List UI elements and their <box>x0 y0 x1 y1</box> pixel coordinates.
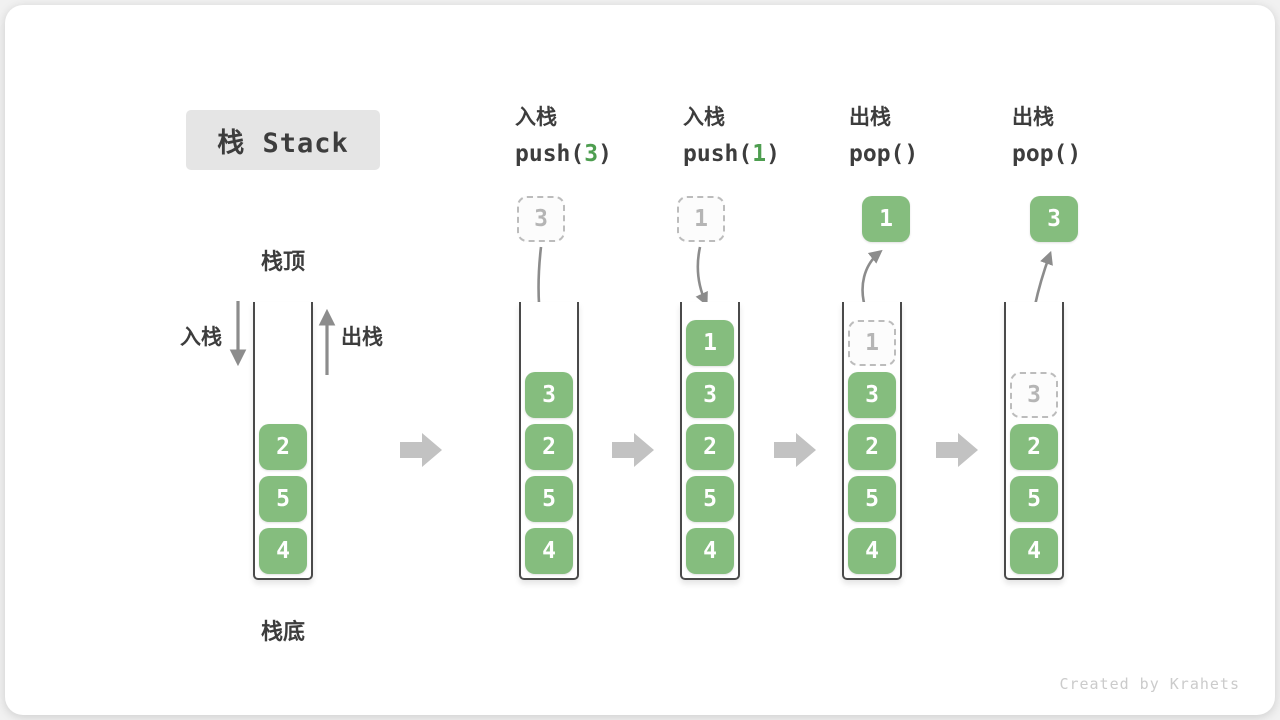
floating-element-1: 1 <box>677 196 725 242</box>
stack-cell-3: 3 <box>848 372 896 418</box>
stage-header-pop-1: 出栈 pop() <box>849 105 918 168</box>
code-argument: 1 <box>752 141 767 167</box>
diagram-title: 栈 Stack <box>217 127 349 159</box>
stage-operation-code: push(1) <box>683 140 780 168</box>
stage-operation-label: 出栈 <box>1012 106 1054 129</box>
stack-cell-4: 4 <box>1010 528 1058 574</box>
floating-element-3: 3 <box>517 196 565 242</box>
stage-operation-label: 入栈 <box>515 106 557 129</box>
stage-header-pop-3: 出栈 pop() <box>1012 105 1081 168</box>
stack-cell-4: 4 <box>848 528 896 574</box>
code-text: ) <box>598 141 612 167</box>
stack-cell-3: 3 <box>686 372 734 418</box>
code-text: ) <box>766 141 780 167</box>
code-text: ) <box>1067 141 1082 167</box>
stack-cell-2: 2 <box>1010 424 1058 470</box>
stack-cell-5: 5 <box>1010 476 1058 522</box>
stack-cell-2: 2 <box>259 424 307 470</box>
stage-header-push-1: 入栈 push(1) <box>683 105 780 168</box>
floating-element-1: 1 <box>862 196 910 242</box>
stage-operation-label: 入栈 <box>683 106 725 129</box>
stack-cell-3-ghost: 3 <box>1010 372 1058 418</box>
stack-cell-4: 4 <box>686 528 734 574</box>
code-text: pop( <box>849 141 905 167</box>
stack-cell-2: 2 <box>525 424 573 470</box>
code-argument: 3 <box>584 141 599 167</box>
pop-side-label: 出栈 <box>341 326 383 349</box>
stack-cell-2: 2 <box>686 424 734 470</box>
stack-bottom-label: 栈底 <box>260 619 305 644</box>
code-text: pop( <box>1012 141 1068 167</box>
stage-header-push-3: 入栈 push(3) <box>515 105 612 168</box>
stack-cell-1-ghost: 1 <box>848 320 896 366</box>
stack-cell-2: 2 <box>848 424 896 470</box>
stack-cell-5: 5 <box>848 476 896 522</box>
stage-operation-code: pop() <box>849 140 918 168</box>
stack-cell-4: 4 <box>259 528 307 574</box>
stack-cell-5: 5 <box>259 476 307 522</box>
code-text: push( <box>683 141 753 167</box>
stack-cell-5: 5 <box>525 476 573 522</box>
stack-top-label: 栈顶 <box>260 249 305 274</box>
push-side-label: 入栈 <box>180 326 222 349</box>
stack-cell-4: 4 <box>525 528 573 574</box>
stage-operation-label: 出栈 <box>849 106 891 129</box>
code-text: ) <box>904 141 919 167</box>
diagram-title-box: 栈 Stack <box>186 110 380 170</box>
code-text: push( <box>515 141 585 167</box>
stack-cell-1: 1 <box>686 320 734 366</box>
stage-operation-code: pop() <box>1012 140 1081 168</box>
stage-operation-code: push(3) <box>515 140 612 168</box>
stack-cell-5: 5 <box>686 476 734 522</box>
credit-text: Created by Krahets <box>1059 675 1240 693</box>
floating-element-3: 3 <box>1030 196 1078 242</box>
stack-cell-3: 3 <box>525 372 573 418</box>
